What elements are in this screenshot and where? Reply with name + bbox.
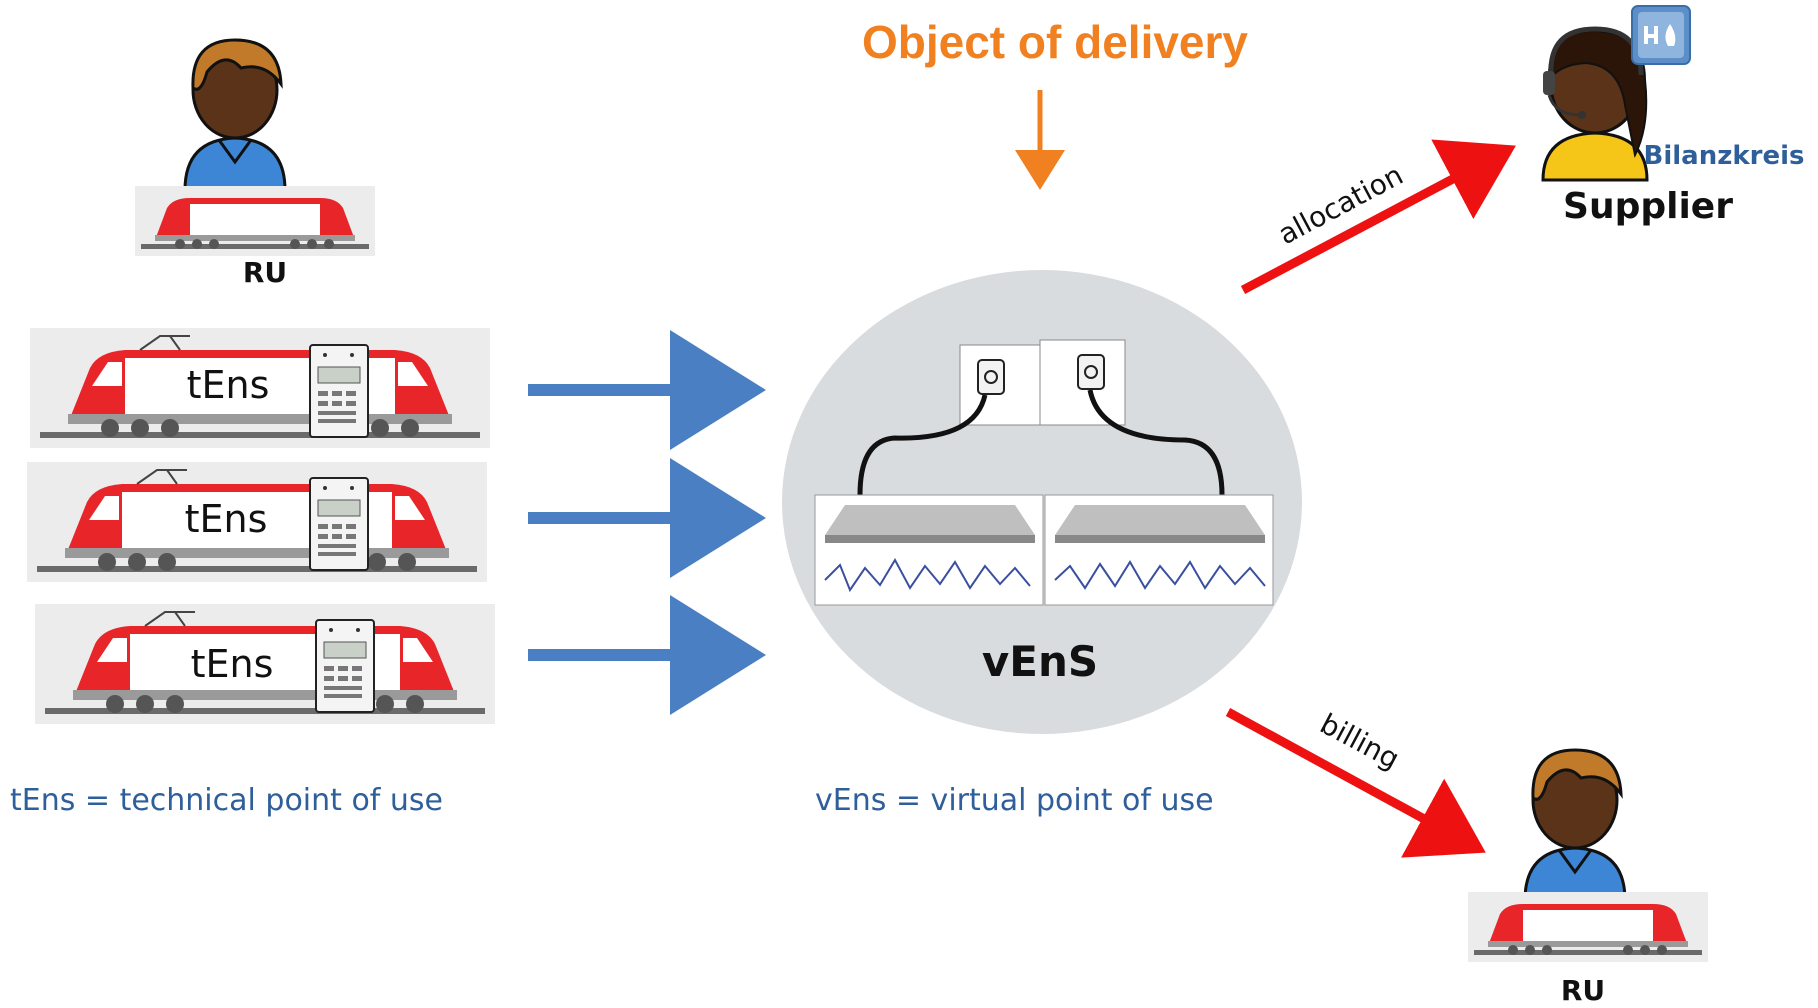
plug-icon-right (1039, 339, 1126, 426)
vens-node: vEnS (782, 270, 1302, 734)
ru-bottom-train-icon (1468, 892, 1708, 962)
legend-tens: tEns = technical point of use (10, 783, 443, 818)
allocation-arrow (1240, 139, 1516, 294)
meter-3-icon (315, 619, 375, 713)
meter-2-icon (309, 477, 369, 571)
cable-right (1087, 389, 1225, 496)
train-1-label: tEns (187, 363, 270, 407)
billing-arrow (1225, 708, 1486, 858)
meter-1-icon (309, 344, 369, 438)
supplier-icon (1541, 26, 1649, 182)
vens-train-right (1044, 494, 1274, 606)
plug-icon-left (959, 344, 1041, 426)
ru-top-train-icon (135, 186, 375, 256)
bilanzkreis-label: Bilanzkreis (1644, 141, 1805, 171)
cable-left (857, 394, 988, 496)
train-3-label: tEns (191, 642, 274, 686)
ru-bottom-label: RU (1561, 974, 1605, 1007)
ru-top-person-icon (183, 38, 287, 192)
ru-bottom-person-icon (1523, 748, 1627, 902)
supplier-label: Supplier (1563, 186, 1733, 227)
ru-top-label: RU (243, 256, 287, 289)
title-text: Object of delivery (862, 16, 1248, 68)
plug-icon (1631, 5, 1691, 65)
legend-vens: vEns = virtual point of use (815, 783, 1214, 818)
train-2-label: tEns (185, 497, 268, 541)
vens-label: vEnS (982, 637, 1098, 686)
vens-train-left (814, 494, 1044, 606)
